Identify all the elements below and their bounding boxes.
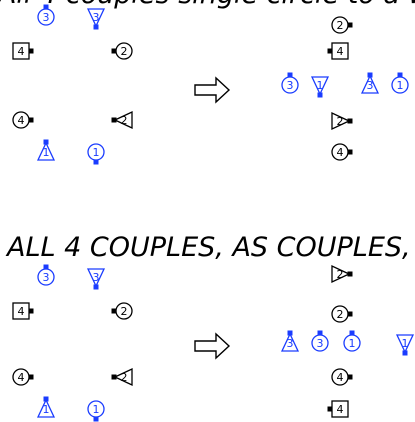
- before-2-dancer-girl-2-5: 2: [111, 367, 133, 387]
- before-1-dancer-label-3: 2: [121, 45, 128, 58]
- caption-top: All 4 couples single circle to a wave: [0, 0, 415, 10]
- before-2-dancer-label-6: 1: [43, 403, 50, 416]
- after-2-dancer-label-1: 2: [337, 308, 344, 321]
- caption-middle: ALL 4 COUPLES, AS COUPLES,: [5, 232, 411, 263]
- before-2-dancer-boy-3-0: 3: [37, 264, 55, 286]
- after-1-dancer-label-7: 4: [337, 146, 344, 159]
- after-1-dancer-girl-2-6: 2: [331, 111, 353, 131]
- after-2-dancer-label-6: 4: [337, 371, 344, 384]
- after-1-dancer-label-2: 3: [287, 79, 294, 92]
- before-1-dancer-boy-3-1: 3: [86, 8, 106, 30]
- before-1-dancer-boy-1-6: 1: [36, 139, 56, 161]
- before-2-dancer-label-4: 4: [18, 371, 25, 384]
- before-1-dancer-label-1: 3: [93, 11, 100, 24]
- before-2-dancer-girl-2-3: 2: [111, 302, 133, 320]
- dancer-layer: 3 3 4 2 4 2 1 1 2 4 3 1 3 1 2 4 3 3 4 2 4 2 1 1 2 2 3 3 1 1 4 4: [12, 4, 415, 422]
- after-2-dancer-girl-4-7: 4: [327, 400, 349, 418]
- before-2-dancer-boy-1-7: 1: [87, 400, 105, 422]
- after-1-dancer-girl-4-1: 4: [327, 42, 349, 60]
- after-2-dancer-label-0: 2: [337, 268, 344, 281]
- before-2-dancer-label-5: 2: [121, 371, 128, 384]
- after-1-dancer-label-1: 4: [337, 45, 344, 58]
- after-2-dancer-label-2: 3: [287, 337, 294, 350]
- before-1-dancer-girl-2-3: 2: [111, 42, 133, 60]
- after-2-dancer-boy-1-5: 1: [395, 334, 415, 356]
- before-1-dancer-girl-4-4: 4: [12, 111, 34, 129]
- before-2-dancer-label-7: 1: [93, 403, 100, 416]
- after-1-dancer-boy-1-5: 1: [391, 72, 409, 94]
- after-2-dancer-label-4: 1: [349, 337, 356, 350]
- arrow-layer: [194, 76, 231, 360]
- after-2-dancer-girl-4-6: 4: [331, 368, 353, 386]
- after-1-dancer-girl-4-7: 4: [331, 143, 353, 161]
- before-2-dancer-label-0: 3: [43, 271, 50, 284]
- after-2-dancer-boy-3-2: 3: [280, 330, 300, 352]
- after-2-dancer-boy-3-3: 3: [311, 330, 329, 352]
- before-1-dancer-label-2: 4: [18, 45, 25, 58]
- before-2-dancer-girl-4-2: 4: [12, 302, 34, 320]
- after-1-dancer-label-0: 2: [337, 19, 344, 32]
- after-1-dancer-boy-1-3: 1: [310, 76, 330, 98]
- after-1-dancer-label-4: 3: [367, 79, 374, 92]
- after-1-dancer-label-3: 1: [317, 79, 324, 92]
- before-1-dancer-label-4: 4: [18, 114, 25, 127]
- arrow-right-icon-1: [194, 76, 231, 104]
- before-2-dancer-label-2: 4: [18, 305, 25, 318]
- after-1-dancer-boy-3-2: 3: [281, 72, 299, 94]
- before-2-dancer-label-1: 3: [93, 271, 100, 284]
- before-1-dancer-girl-4-2: 4: [12, 42, 34, 60]
- before-1-dancer-label-0: 3: [43, 11, 50, 24]
- before-2-dancer-label-3: 2: [121, 305, 128, 318]
- before-2-dancer-girl-4-4: 4: [12, 368, 34, 386]
- after-2-dancer-girl-2-0: 2: [331, 264, 353, 284]
- after-2-dancer-girl-2-1: 2: [331, 305, 353, 323]
- after-1-dancer-label-5: 1: [397, 79, 404, 92]
- before-2-dancer-boy-1-6: 1: [36, 396, 56, 418]
- before-1-dancer-boy-3-0: 3: [37, 4, 55, 26]
- after-1-dancer-girl-2-0: 2: [331, 16, 353, 34]
- before-1-dancer-boy-1-7: 1: [87, 143, 105, 165]
- arrow-right-icon-2: [194, 332, 231, 360]
- before-2-dancer-boy-3-1: 3: [86, 268, 106, 290]
- before-1-dancer-label-5: 2: [121, 114, 128, 127]
- before-1-dancer-label-6: 1: [43, 146, 50, 159]
- before-1-dancer-girl-2-5: 2: [111, 110, 133, 130]
- after-2-dancer-label-7: 4: [337, 403, 344, 416]
- after-2-dancer-boy-1-4: 1: [343, 330, 361, 352]
- after-2-dancer-label-5: 1: [402, 337, 409, 350]
- after-1-dancer-label-6: 2: [337, 115, 344, 128]
- after-2-dancer-label-3: 3: [317, 337, 324, 350]
- after-1-dancer-boy-3-4: 3: [360, 72, 380, 94]
- before-1-dancer-label-7: 1: [93, 146, 100, 159]
